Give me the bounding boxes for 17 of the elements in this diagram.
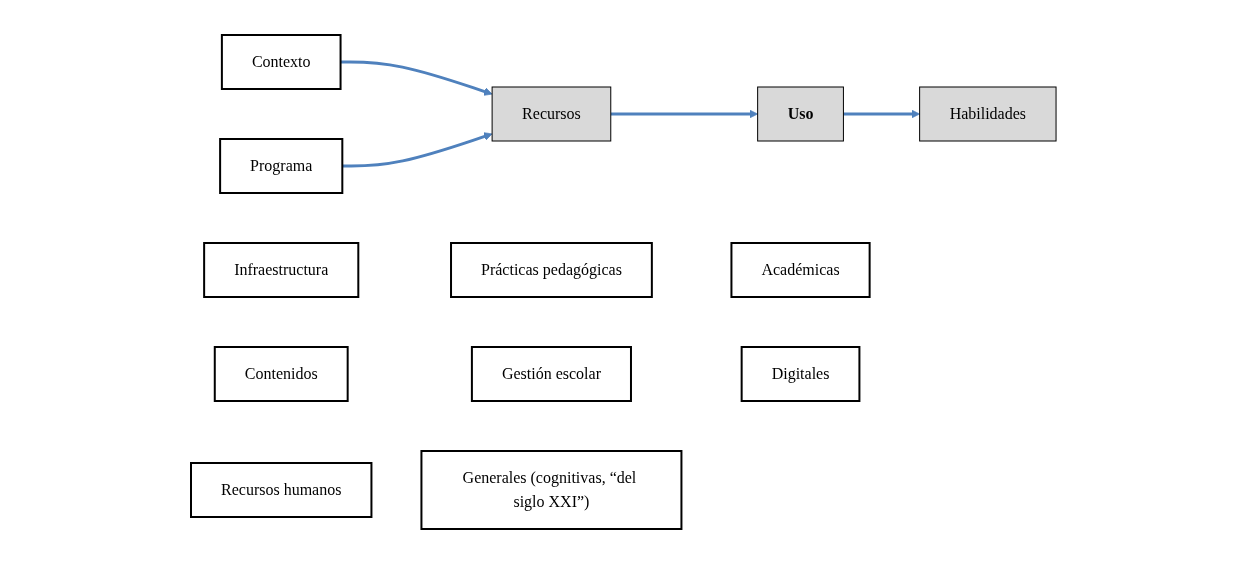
node-box: Infraestructura [203,242,360,298]
node-box: Generales (cognitivas, “del siglo XXI”) [420,450,683,530]
node-box: Académicas [730,242,871,298]
node-box: Gestión escolar [470,346,632,402]
arrow [610,109,758,119]
arrow [342,132,493,168]
node-box: Contexto [220,34,342,90]
arrow [340,60,493,96]
node-box: Digitales [740,346,861,402]
node-box: Programa [219,138,344,194]
node-box: Contenidos [213,346,349,402]
node-box: Recursos [491,86,612,142]
node-box: Prácticas pedagógicas [450,242,653,298]
arrow [843,109,920,119]
node-box: Recursos humanos [189,462,373,518]
node-box: Habilidades [919,86,1057,142]
node-box: Uso [757,86,844,142]
